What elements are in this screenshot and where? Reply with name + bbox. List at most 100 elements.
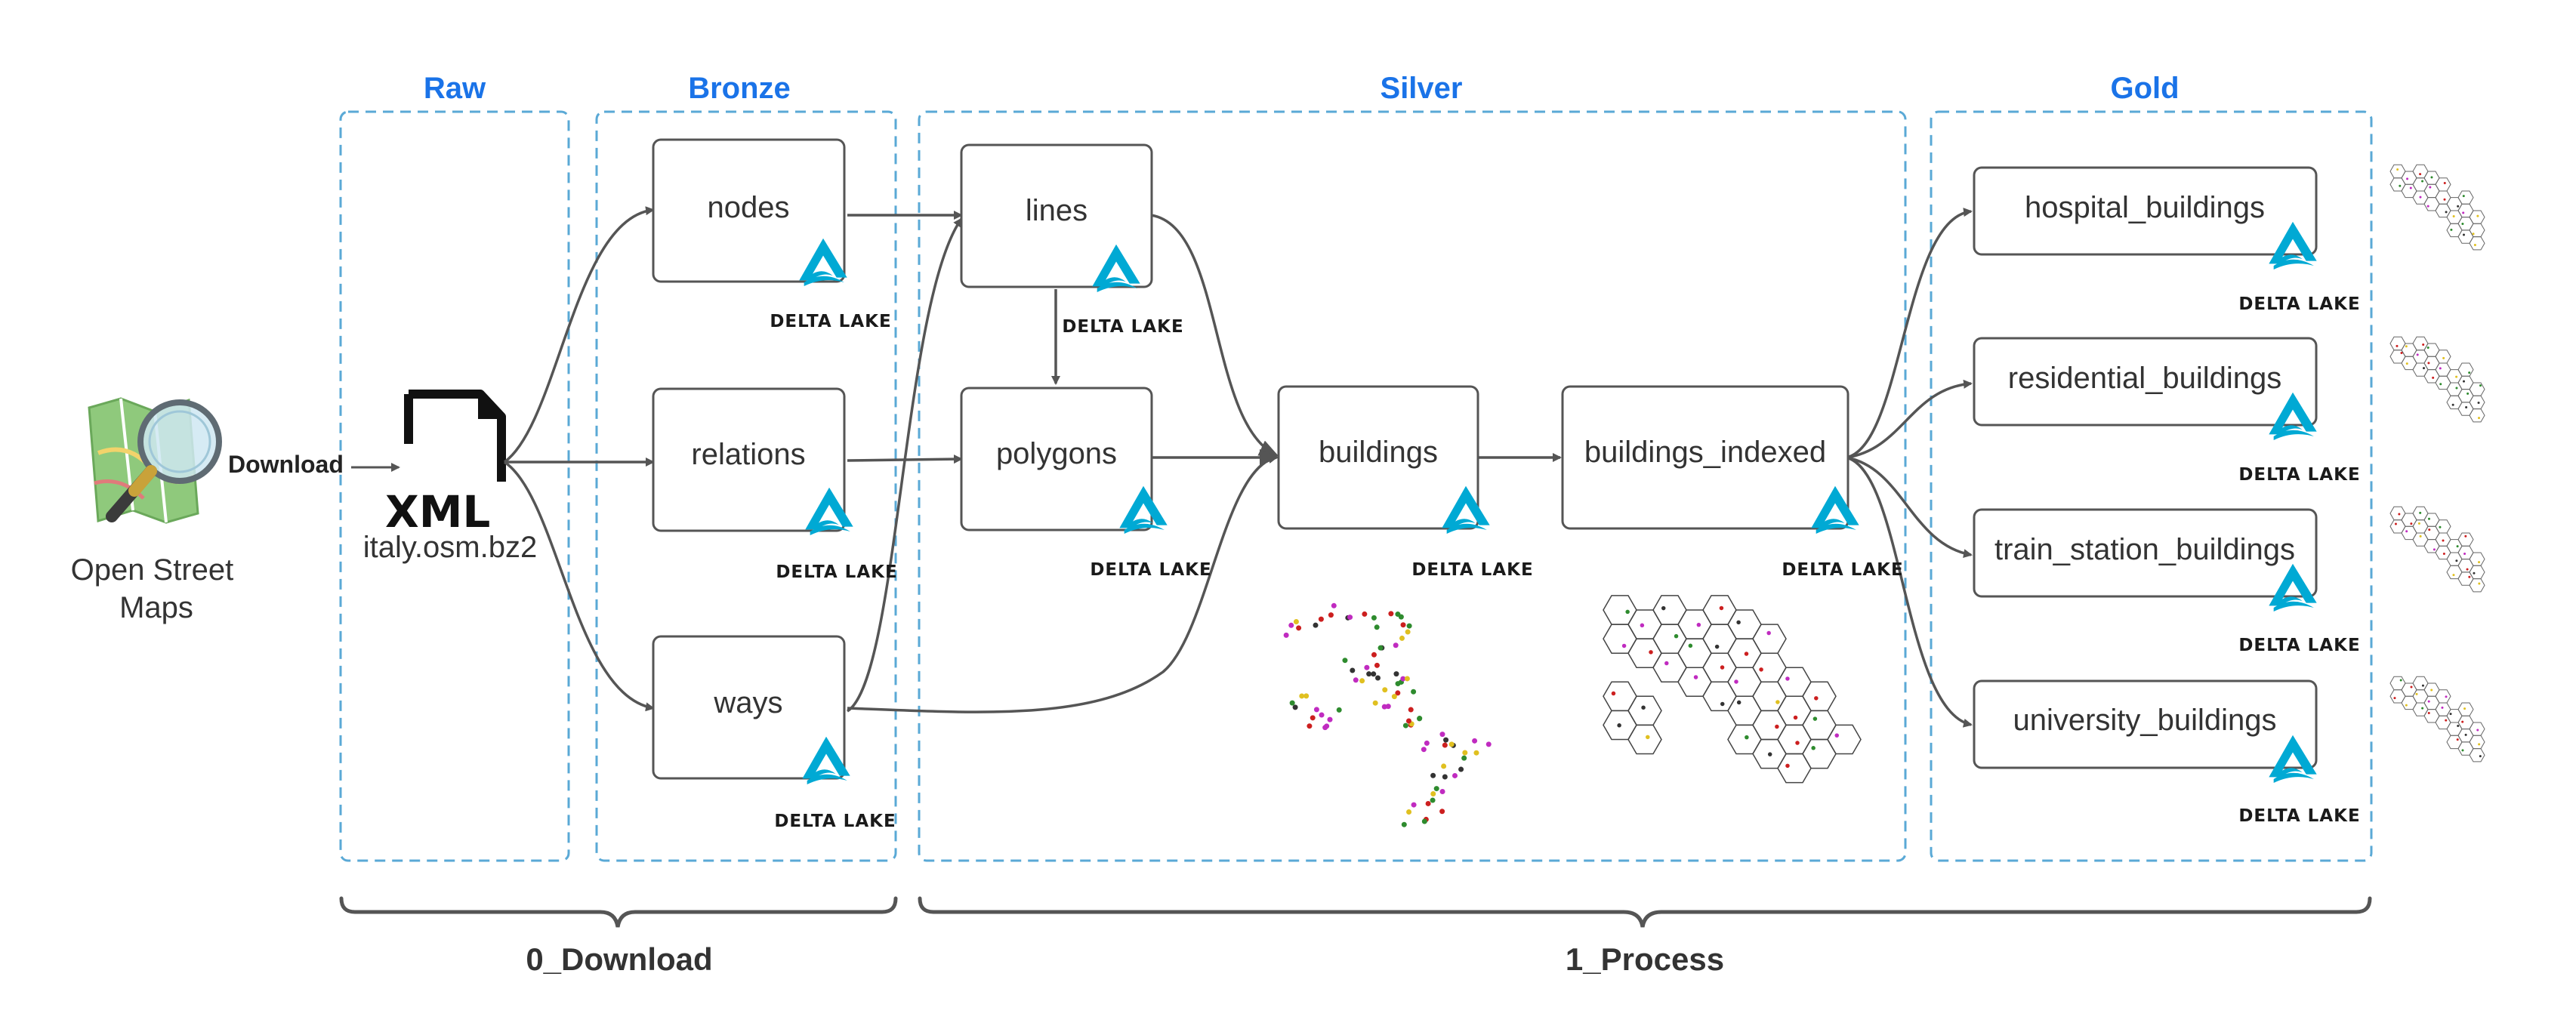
stage-raw: Raw — [339, 72, 570, 862]
hex-cell — [2457, 362, 2474, 377]
map-point — [2462, 195, 2465, 198]
map-point — [1640, 623, 1645, 628]
map-point — [2439, 367, 2442, 370]
hex-cell — [1702, 595, 1737, 625]
hex-cell — [2469, 748, 2485, 763]
hex-cell — [1802, 710, 1837, 741]
delta-lake-label: DELTA LAKE — [2238, 294, 2360, 314]
map-point — [1714, 644, 1720, 649]
hex-cell — [1727, 609, 1762, 639]
map-point — [1439, 809, 1445, 815]
map-point — [2455, 375, 2458, 378]
map-point — [1661, 605, 1666, 611]
map-point — [2456, 738, 2459, 741]
hex-grid-thumbnails — [2389, 164, 2485, 763]
delta-lake-label: DELTA LAKE — [776, 562, 897, 582]
hex-cell — [1702, 652, 1737, 683]
delta-lake-label: DELTA LAKE — [1062, 317, 1183, 337]
edge-ways-to-buildings — [847, 454, 1278, 713]
map-point — [1402, 722, 1408, 729]
map-point — [1452, 772, 1458, 778]
hex-cell — [1802, 738, 1837, 769]
hex-cell — [2457, 702, 2474, 716]
edge-xml-to-ways — [504, 461, 655, 712]
map-point — [2477, 402, 2480, 405]
delta-lake-label: DELTA LAKE — [1090, 560, 1211, 580]
node-hospital-buildings: hospital_buildings DELTA LAKE — [1973, 166, 2360, 314]
hex-cell — [1752, 652, 1787, 683]
map-point — [2468, 371, 2471, 374]
map-point — [1327, 716, 1333, 722]
map-point — [1719, 605, 1724, 611]
map-point — [1395, 690, 1401, 696]
map-point — [1674, 633, 1679, 639]
map-point — [2464, 535, 2467, 538]
map-point — [1417, 716, 1423, 722]
map-point — [1439, 732, 1445, 738]
node-relations: relations DELTA LAKE — [652, 387, 897, 582]
map-point — [1411, 689, 1417, 695]
map-point — [1439, 788, 1445, 794]
map-point — [2405, 345, 2408, 348]
map-point — [1442, 774, 1448, 780]
map-point — [2419, 196, 2422, 199]
hex-cell — [1627, 695, 1662, 726]
map-point — [1406, 623, 1412, 629]
hex-cell — [1702, 681, 1737, 712]
map-point — [1646, 735, 1650, 740]
map-point — [2445, 211, 2448, 214]
map-point — [2433, 548, 2436, 551]
map-point — [1322, 725, 1328, 731]
hex-cell — [2435, 519, 2451, 534]
map-point — [2479, 384, 2482, 387]
hex-cell — [1677, 667, 1712, 698]
map-point — [2416, 353, 2419, 356]
map-point — [2400, 351, 2403, 354]
delta-lake-label: DELTA LAKE — [2238, 636, 2360, 655]
map-point — [2410, 685, 2413, 689]
map-point — [2476, 729, 2479, 732]
node-label-residential-buildings: residential_buildings — [2008, 362, 2281, 395]
hex-cell — [2435, 350, 2451, 364]
map-point — [1664, 661, 1669, 666]
delta-lake-label: DELTA LAKE — [2238, 465, 2360, 485]
map-point — [2465, 406, 2468, 409]
hex-cell — [2469, 408, 2485, 423]
map-point — [2410, 522, 2413, 525]
source-name-line1: Open Street — [71, 553, 234, 587]
map-point — [2442, 356, 2445, 359]
map-point — [2419, 511, 2422, 514]
delta-lake-label: DELTA LAKE — [774, 812, 896, 831]
brace-download — [339, 896, 898, 928]
map-point — [1759, 667, 1763, 672]
hex-cell — [1802, 681, 1837, 712]
node-buildings-indexed: buildings_indexed DELTA LAKE — [1561, 385, 1903, 580]
map-point — [1433, 786, 1439, 792]
map-point — [1366, 671, 1372, 677]
map-point — [2426, 205, 2429, 208]
map-point — [2443, 198, 2446, 201]
map-point — [2427, 711, 2430, 714]
xml-file-name: italy.osm.bz2 — [363, 531, 537, 564]
osm-map-magnifier-icon — [88, 397, 222, 524]
node-label-train-station-buildings: train_station_buildings — [1994, 533, 2295, 566]
node-label-hospital-buildings: hospital_buildings — [2025, 191, 2265, 224]
map-point — [2462, 380, 2465, 383]
map-point — [1405, 629, 1411, 635]
map-point — [1744, 652, 1749, 656]
map-point — [1812, 716, 1818, 721]
map-point — [2463, 553, 2466, 556]
map-point — [2478, 743, 2481, 746]
map-point — [2399, 679, 2402, 682]
map-point — [1448, 741, 1455, 747]
map-point — [2422, 344, 2425, 347]
stage-gold: Gold — [1930, 72, 2373, 862]
hex-cell — [1603, 681, 1637, 712]
map-point — [1292, 704, 1298, 710]
map-point — [1400, 676, 1406, 682]
map-point — [1405, 718, 1411, 724]
map-point — [1393, 671, 1399, 677]
map-point — [2393, 697, 2396, 700]
node-label-university-buildings: university_buildings — [2013, 704, 2276, 737]
stage-silver: Silver — [918, 72, 1907, 862]
